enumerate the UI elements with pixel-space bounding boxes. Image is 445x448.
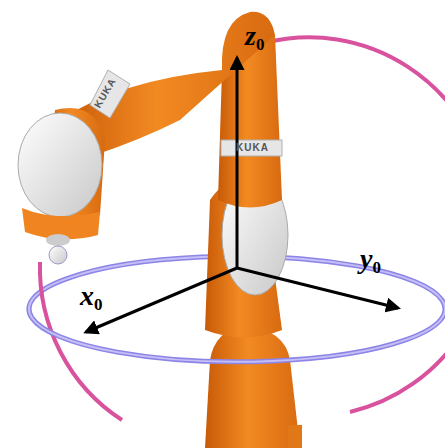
axis-line [86,268,237,332]
label-band [221,140,282,156]
end-effector [49,246,67,264]
joint-cover [18,113,102,217]
brand-text: KUKA [236,143,269,153]
label-band [90,70,130,118]
rotation-arc [40,262,122,420]
robot-base [205,325,300,448]
axis-label: z0 [245,22,264,53]
axis-label: x0 [80,282,103,313]
axis-line [236,58,239,268]
rotation-arc [268,37,445,412]
axis-label: y0 [360,245,381,276]
